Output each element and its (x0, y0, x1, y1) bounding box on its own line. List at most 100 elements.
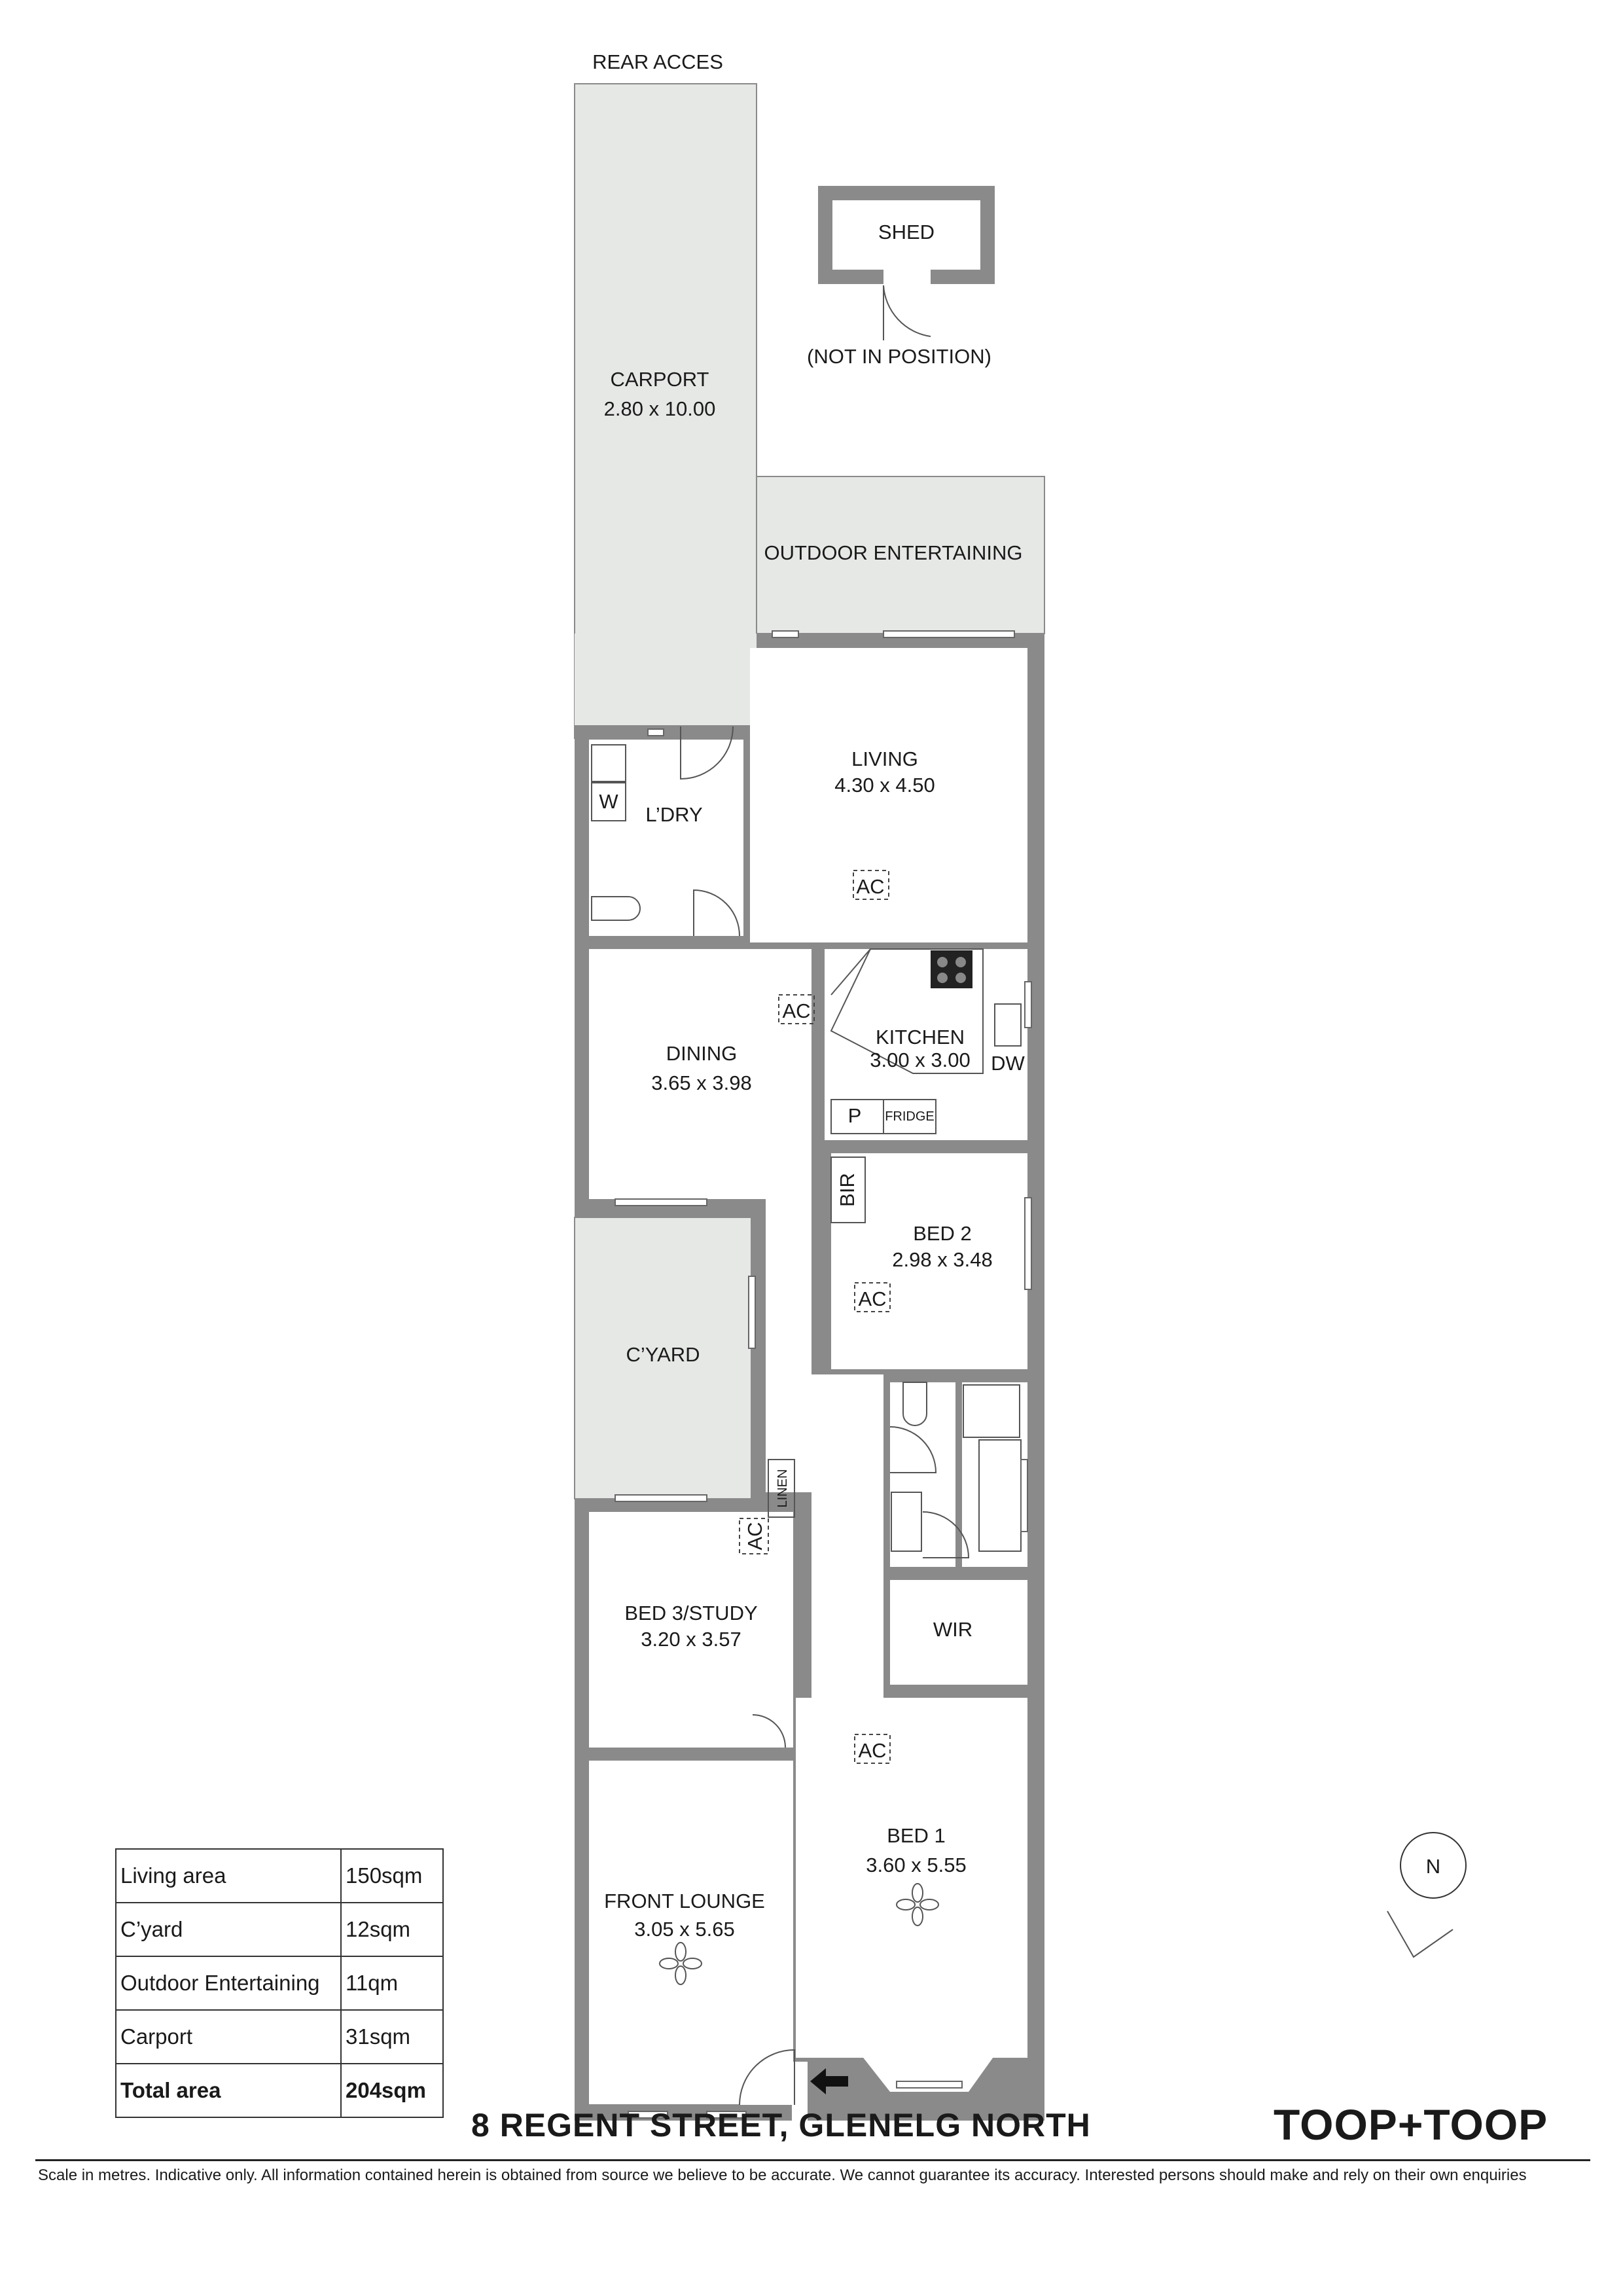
ensuite-door-swing (922, 1511, 970, 1558)
living-dim-label: 4.30 x 4.50 (834, 774, 935, 797)
carport-dim-label: 2.80 x 10.00 (604, 397, 716, 420)
bir-label: BIR (836, 1173, 859, 1207)
fridge-label: FRIDGE (885, 1109, 935, 1124)
washer-label: W (599, 790, 618, 813)
toilet-icon (591, 896, 641, 921)
ac-label: AC (858, 1739, 886, 1762)
area-value: 12sqm (340, 1902, 444, 1957)
linen-outline (768, 1459, 795, 1518)
area-value: 31sqm (340, 2009, 444, 2064)
shed-floor (832, 200, 980, 270)
front-lounge-floor (589, 1761, 793, 2104)
window (615, 1494, 707, 1502)
laundry-door-swing (680, 726, 734, 780)
carport-overlap (575, 634, 757, 725)
table-row: C’yard 12sqm (115, 1902, 444, 1957)
brand-logo: TOOP+TOOP (1274, 2100, 1548, 2149)
kitchen-dim-label: 3.00 x 3.00 (870, 1049, 970, 1071)
window (1020, 1459, 1028, 1532)
kitchen-sink-icon (994, 1003, 1022, 1047)
burner-icon (937, 957, 948, 967)
window (772, 630, 799, 638)
burner-icon (955, 973, 966, 983)
bed1-floor (796, 1698, 1027, 2058)
bir-outline (830, 1157, 866, 1223)
bed2-floor (831, 1153, 1027, 1369)
bed2-dim-label: 2.98 x 3.48 (892, 1248, 992, 1271)
bath-floor (962, 1382, 1027, 1567)
cooktop-icon (931, 950, 972, 988)
washer-outline (591, 782, 626, 821)
ac-label: AC (782, 999, 810, 1022)
window (628, 2111, 668, 2119)
window (615, 1198, 707, 1206)
disclaimer-text: Scale in metres. Indicative only. All in… (38, 2166, 1527, 2184)
front-lounge-dim-label: 3.05 x 5.65 (634, 1918, 734, 1941)
shed-door-swing (883, 285, 931, 340)
table-row-total: Total area 204sqm (115, 2063, 444, 2118)
ac-label: AC (743, 1522, 766, 1550)
wc-door-swing (693, 889, 740, 937)
property-address: 8 REGENT STREET, GLENELG NORTH (471, 2107, 1091, 2144)
area-name: Living area (115, 1848, 342, 1903)
area-value: 150sqm (340, 1848, 444, 1903)
shed-label: SHED (878, 221, 935, 243)
area-summary-table: Living area 150sqm C’yard 12sqm Outdoor … (115, 1848, 444, 2118)
north-label: N (1426, 1855, 1440, 1878)
ensuite-floor (890, 1382, 955, 1567)
carport-area (574, 83, 757, 739)
outdoor-entertaining-area (756, 476, 1045, 634)
ac-marker (853, 870, 889, 900)
rear-access-label: REAR ACCES (592, 50, 723, 73)
pantry-outline (830, 1099, 884, 1134)
area-name: Carport (115, 2009, 342, 2064)
entry-arrow-icon (810, 2068, 848, 2094)
ceiling-fan-icon (659, 1942, 702, 1985)
toilet-icon (902, 1382, 927, 1426)
shower-outline (963, 1384, 1020, 1438)
dishwasher-label: DW (991, 1052, 1025, 1075)
hall-upper-floor (766, 949, 812, 1492)
kitchen-label: KITCHEN (876, 1026, 965, 1049)
bath-door-swing (889, 1426, 937, 1473)
area-name: Total area (115, 2063, 342, 2118)
wir-floor (890, 1580, 1027, 1685)
front-lounge-label: FRONT LOUNGE (604, 1890, 765, 1912)
courtyard-cutout (574, 1217, 752, 1499)
linen-label: LINEN (776, 1469, 790, 1508)
table-row: Carport 31sqm (115, 2009, 444, 2064)
bed1-label: BED 1 (887, 1824, 946, 1847)
window (706, 2111, 747, 2119)
laundry-tub-icon (591, 744, 626, 782)
table-row: Outdoor Entertaining 11qm (115, 1956, 444, 2011)
window (1024, 981, 1032, 1028)
laundry-floor (589, 740, 743, 936)
north-compass-circle (1400, 1832, 1467, 1899)
ac-marker (739, 1518, 769, 1554)
pantry-label: P (848, 1104, 862, 1127)
carport-label: CARPORT (610, 368, 709, 391)
ac-label: AC (856, 875, 884, 898)
entry-floor (740, 2062, 792, 2105)
outdoor-label: OUTDOOR ENTERTAINING (764, 541, 1023, 564)
living-label: LIVING (851, 747, 918, 770)
window (1024, 1197, 1032, 1290)
bed3-label: BED 3/STUDY (624, 1602, 757, 1624)
area-name: C’yard (115, 1902, 342, 1957)
dining-label: DINING (666, 1042, 738, 1065)
bed2-label: BED 2 (913, 1222, 972, 1245)
bed3-floor (589, 1512, 793, 1748)
shed-door-gap (883, 268, 931, 285)
ac-marker (778, 994, 815, 1024)
wir-label: WIR (933, 1618, 972, 1641)
dining-dim-label: 3.65 x 3.98 (651, 1071, 751, 1094)
front-door-swing (739, 2049, 795, 2106)
courtyard-label: C’YARD (626, 1343, 700, 1366)
ac-label: AC (858, 1287, 886, 1310)
kitchen-bench (830, 948, 984, 1074)
bed3-dim-label: 3.20 x 3.57 (641, 1628, 741, 1651)
window (748, 1276, 756, 1349)
ac-marker (854, 1734, 891, 1764)
north-arrow-icon (1387, 1910, 1454, 1958)
